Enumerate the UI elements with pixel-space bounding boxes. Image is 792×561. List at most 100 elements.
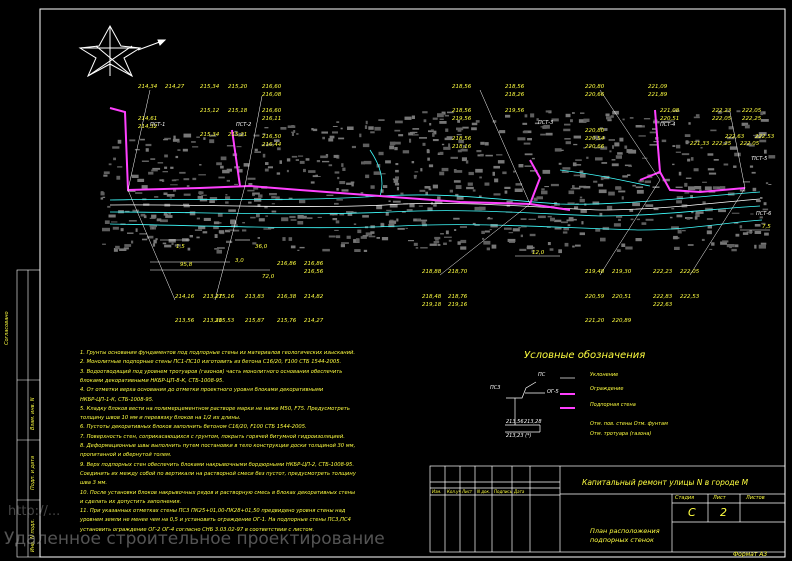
terrain-patch — [264, 127, 269, 129]
terrain-patch — [519, 248, 527, 251]
terrain-patch — [562, 231, 568, 234]
terrain-patch — [750, 213, 754, 215]
wall-tag: ПСТ-3 — [538, 120, 553, 126]
terrain-patch — [554, 227, 562, 230]
terrain-patch — [332, 218, 338, 221]
elevation-label-bottom: 218,70 — [448, 269, 468, 275]
terrain-patch — [684, 134, 691, 137]
terrain-patch — [370, 231, 375, 234]
terrain-patch — [570, 188, 574, 190]
terrain-patch — [583, 118, 590, 122]
side-stamp-sign: Подп. и дата — [30, 455, 36, 490]
terrain-patch — [340, 127, 343, 130]
terrain-patch — [296, 133, 299, 135]
terrain-patch — [444, 114, 449, 117]
terrain-patch — [271, 210, 277, 213]
terrain-patch — [739, 189, 746, 192]
terrain-patch — [253, 186, 259, 190]
terrain-patch — [754, 231, 762, 234]
terrain-patch — [237, 169, 243, 173]
elevation-label-bottom: 219,48 — [585, 269, 605, 275]
terrain-patch — [601, 162, 608, 164]
terrain-patch — [113, 248, 118, 252]
terrain-patch — [437, 244, 441, 246]
terrain-patch — [460, 246, 467, 250]
terrain-patch — [103, 171, 110, 175]
note-line: блоками декоративными НКБР-ЦП-8-К, СТБ-1… — [80, 377, 225, 384]
terrain-patch — [383, 185, 388, 188]
terrain-patch — [593, 135, 599, 140]
leader-line — [689, 187, 746, 276]
elevation-label-bottom: 213,56 — [175, 318, 195, 324]
terrain-patch — [297, 249, 300, 251]
terrain-patch — [168, 212, 171, 215]
terrain-patch — [360, 236, 367, 239]
elevation-label-top: 220,80 — [585, 84, 605, 90]
terrain-patch — [424, 186, 431, 189]
terrain-patch — [568, 190, 575, 195]
road-axis-lines — [109, 149, 763, 231]
terrain-patch — [322, 160, 330, 163]
terrain-patch — [192, 177, 197, 181]
terrain-patch — [253, 134, 260, 137]
terrain-patch — [580, 209, 587, 213]
terrain-patch — [677, 229, 682, 234]
terrain-patch — [600, 146, 608, 150]
terrain-patch — [540, 133, 546, 136]
terrain-patch — [291, 155, 298, 158]
elevation-label-bottom: 218,48 — [422, 294, 442, 300]
terrain-patch — [252, 193, 255, 197]
terrain-patch — [506, 204, 511, 207]
terrain-patch — [573, 143, 578, 146]
terrain-patch — [299, 160, 305, 164]
terrain-patch — [362, 235, 369, 237]
terrain-patch — [484, 230, 490, 233]
terrain-patch — [336, 235, 341, 239]
terrain-patch — [629, 117, 634, 119]
terrain-patch — [370, 131, 375, 134]
elevation-label-bottom: 215,76 — [277, 318, 297, 324]
terrain-patch — [115, 245, 120, 250]
elevation-label-mid: 218,56 — [452, 108, 472, 114]
terrain-patch — [153, 239, 157, 244]
terrain-patch — [484, 182, 490, 186]
elevation-label-bottom: 214,27 — [304, 318, 324, 324]
terrain-patch — [254, 148, 258, 152]
terrain-patch — [196, 136, 200, 138]
terrain-patch — [162, 242, 167, 245]
terrain-patch — [117, 166, 123, 168]
terrain-patch — [627, 174, 631, 176]
terrain-patch — [484, 142, 489, 146]
terrain-patch — [563, 227, 569, 231]
stage-value: С — [688, 506, 696, 519]
terrain-patch — [706, 218, 713, 220]
terrain-patch — [460, 239, 467, 244]
terrain-patch — [708, 191, 716, 193]
terrain-patch — [196, 236, 200, 239]
terrain-patch — [328, 164, 333, 167]
terrain-patch — [228, 229, 236, 231]
terrain-patch — [671, 208, 675, 210]
terrain-patch — [764, 232, 769, 236]
terrain-patch — [107, 205, 111, 208]
terrain-patch — [395, 176, 399, 179]
terrain-patch — [288, 197, 293, 200]
terrain-patch — [611, 159, 616, 161]
terrain-patch — [135, 228, 138, 232]
elevation-label-top: 218,56 — [505, 84, 525, 90]
terrain-patch — [709, 248, 713, 250]
terrain-patch — [478, 206, 486, 211]
sheets-header: Листов — [746, 495, 765, 501]
terrain-patch — [443, 146, 451, 150]
terrain-patch — [643, 118, 651, 120]
terrain-patch — [701, 238, 705, 241]
terrain-patch — [612, 110, 619, 115]
terrain-patch — [628, 165, 632, 167]
terrain-patch — [479, 176, 482, 179]
leader-line — [599, 89, 661, 181]
title-block-column-header: Подпись — [494, 489, 512, 494]
terrain-patch — [537, 215, 546, 219]
terrain-patch — [281, 217, 289, 222]
leader-line — [127, 89, 151, 191]
legend-tag-top: ПС — [538, 372, 546, 378]
